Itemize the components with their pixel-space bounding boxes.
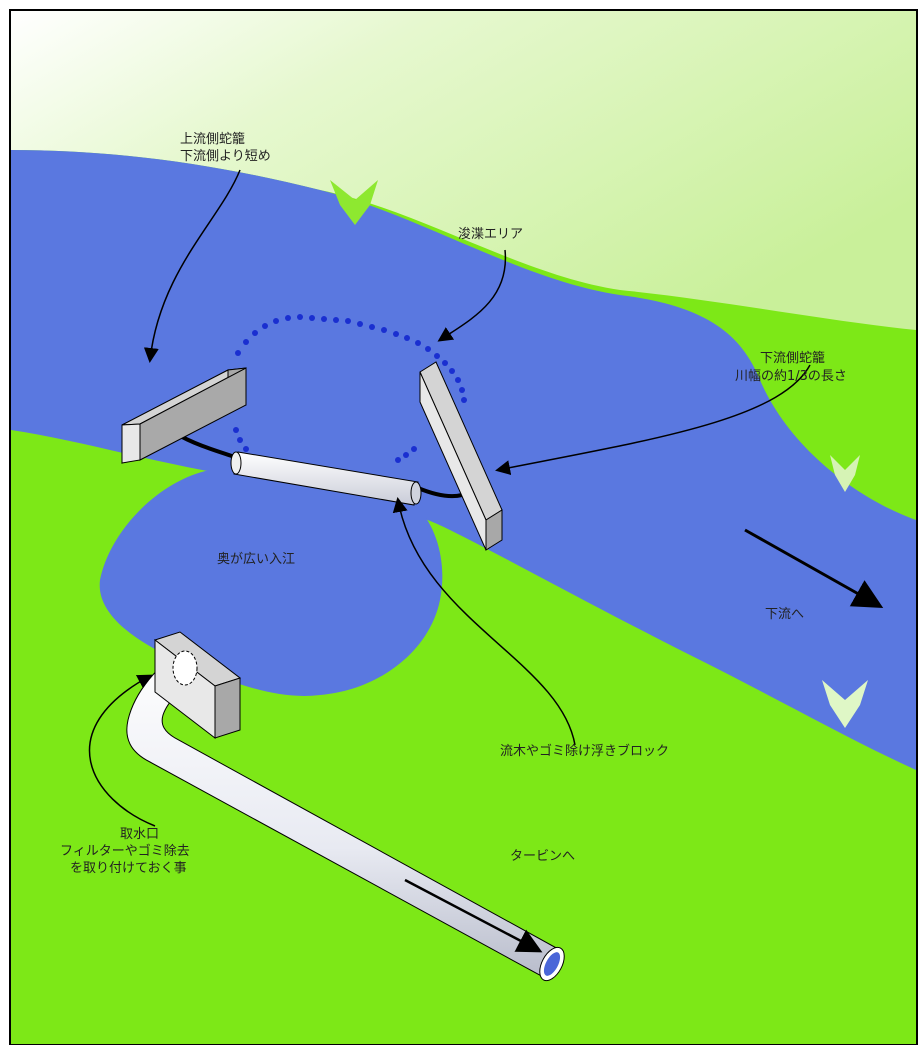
- downstream-arrow: [744, 528, 884, 608]
- flow-arrow-icon: [330, 180, 868, 728]
- label-upstream-1: 上流側蛇籠: [180, 131, 245, 147]
- leader-intake: [88, 674, 156, 827]
- leader-upstream: [143, 169, 241, 363]
- leader-float: [392, 497, 576, 746]
- intake-box: [153, 631, 242, 740]
- label-dredge: 浚渫エリア: [458, 227, 523, 242]
- label-turbine: タービンへ: [510, 849, 575, 864]
- label-inlet: 奥が広い入江: [217, 552, 295, 567]
- label-intake-2: フィルターやゴミ除去: [60, 843, 190, 859]
- label-downstream-2: 川幅の約1/3の長さ: [735, 369, 847, 384]
- downstream-gabion: [419, 361, 503, 551]
- leader-downstream: [495, 364, 811, 476]
- dredge-area-dots: [233, 314, 467, 463]
- leader-dredge: [437, 249, 507, 342]
- label-intake-3: を取り付けておく事: [70, 861, 187, 876]
- label-downstream-dir: 下流へ: [765, 607, 804, 622]
- label-downstream-1: 下流側蛇籠: [760, 350, 825, 366]
- upper-bank: [11, 11, 916, 330]
- label-upstream-2: 下流側より短め: [180, 149, 271, 164]
- pipe-flow-arrow: [404, 878, 543, 953]
- label-intake-1: 取水口: [120, 827, 159, 842]
- upstream-gabion: [121, 367, 247, 464]
- floating-block: [230, 451, 422, 506]
- label-float-block: 流木やゴミ除け浮きブロック: [500, 743, 669, 759]
